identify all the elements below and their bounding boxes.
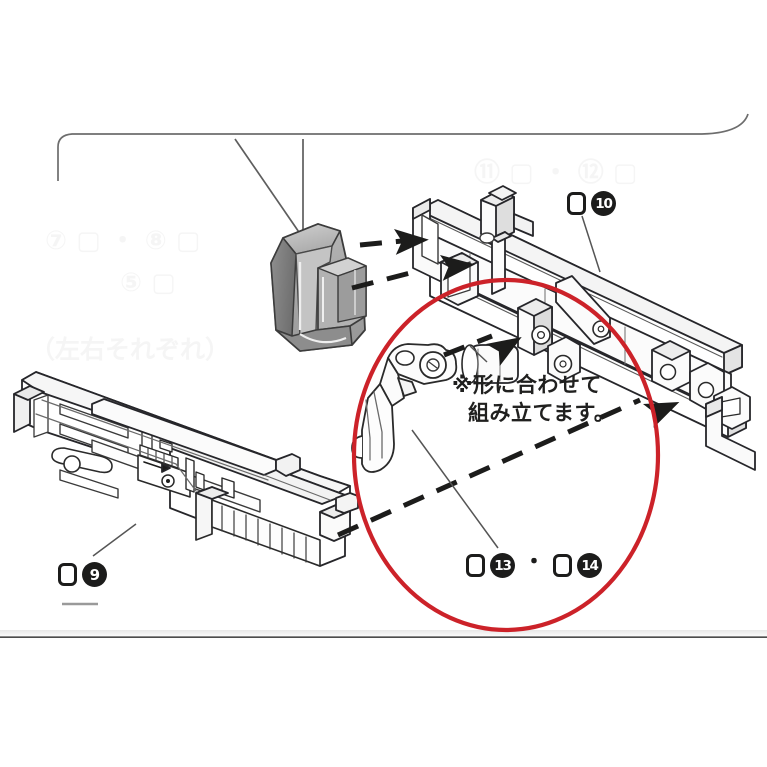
part-number-badge-10: 10: [591, 191, 616, 216]
trigger-part-13-14: [351, 343, 458, 473]
assembly-guide-lines: [336, 238, 642, 538]
checkbox-square-icon: [553, 554, 573, 577]
checkbox-square-icon: [567, 192, 586, 215]
assembly-note-line-2: 組み立てます。: [468, 401, 616, 425]
leader-line-group-top: [234, 138, 304, 239]
part-label-10: 10: [567, 191, 616, 216]
receiver-body-part-9: [13, 371, 359, 567]
leader-note: [469, 345, 488, 363]
guide-dash-trigger: [443, 333, 493, 358]
part-label-13-14: 13 ・ 14: [466, 549, 603, 578]
leader-part-13-14: [411, 429, 499, 549]
part-label-9: 9: [58, 562, 107, 587]
part-number-badge-14: 14: [577, 553, 603, 578]
leader-part-9: [92, 523, 137, 557]
guide-dash-top: [359, 238, 403, 248]
checkbox-square-icon: [58, 563, 77, 586]
red-highlight-circle: [351, 277, 661, 633]
guide-dash-long: [336, 397, 642, 538]
guide-dash-mid: [351, 269, 415, 291]
part-number-badge-13: 13: [490, 553, 515, 578]
label-leader-lines: [92, 215, 601, 557]
checkbox-square-icon: [466, 554, 485, 577]
gray-block-part: [270, 223, 367, 352]
leader-part-10: [581, 215, 601, 273]
page-frame-soft-shade: [0, 630, 767, 637]
part-number-badge-9: 9: [82, 562, 107, 587]
assembly-note-line-1: ※形に合わせて: [452, 373, 602, 397]
label-separator: ・: [523, 549, 546, 575]
